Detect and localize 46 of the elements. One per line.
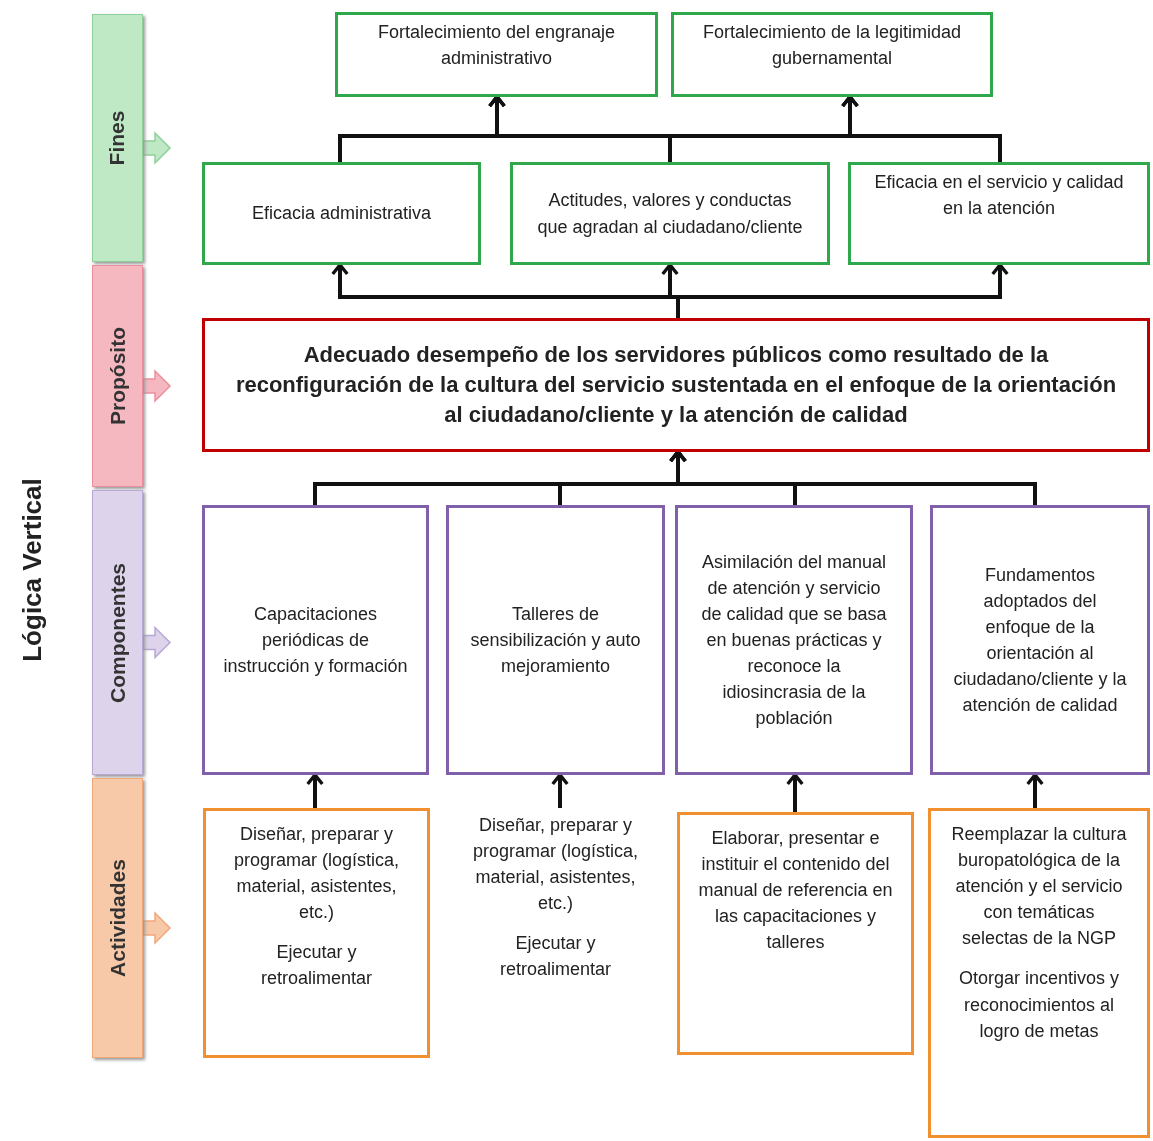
arrow — [306, 773, 324, 808]
process-box — [675, 505, 913, 775]
level-band — [92, 490, 143, 775]
process-box — [202, 162, 481, 265]
level-band — [92, 14, 143, 262]
node-text: Eficacia administrativa — [251, 202, 432, 226]
axis-label: Lógica Vertical — [16, 478, 48, 662]
node-text: Eficacia en el servicio y calidad en la atención — [873, 171, 1125, 221]
arrow — [669, 450, 1037, 505]
node-text: Adecuado desempeño de los servidores públicos como resultado de la reconfiguración de la cultura del servicio sustentada en el enfoque de la orientación al ciudadano/cliente y la atención de calidad — [234, 341, 1118, 429]
process-box — [335, 12, 658, 97]
process-box — [510, 162, 830, 265]
process-box — [848, 162, 1150, 265]
node-text: Fortalecimiento del engranaje administrativo — [376, 21, 617, 71]
level-band — [92, 265, 143, 487]
process-box — [671, 12, 993, 97]
process-box — [930, 505, 1150, 775]
node-text: Asimilación del manual de atención y servicio de calidad que se basa en buenas prácticas y reconoce la idiosincrasia de la población — [700, 550, 888, 731]
arrow — [841, 95, 1002, 162]
process-box — [677, 812, 914, 1055]
node-text: Ejecutar y retroalimentar — [259, 941, 373, 991]
process-box — [446, 505, 665, 775]
arrow — [551, 773, 569, 808]
node-text: Ejecutar y retroalimentar — [498, 932, 612, 982]
arrow — [1026, 773, 1044, 808]
node-text: Elaborar, presentar e instituir el contenido del manual de referencia en las capacitaciones y talleres — [698, 827, 893, 955]
level-label: Propósito — [105, 327, 130, 425]
level-label: Componentes — [105, 562, 130, 703]
process-box — [928, 808, 1150, 1138]
node-text: Capacitaciones periódicas de instrucción y formación — [223, 602, 408, 679]
node-text: Actitudes, valores y conductas que agradan al ciudadano/cliente — [536, 189, 804, 239]
level-label: Actividades — [105, 859, 130, 977]
node-text: Fundamentos adoptados del enfoque de la orientación al ciudadano/cliente y la atención de calidad — [952, 563, 1128, 718]
node-text: Talleres de sensibilización y auto mejoramiento — [469, 602, 642, 679]
node-text: Diseñar, preparar y programar (logística, material, asistentes, etc.) — [471, 814, 640, 916]
arrow — [786, 773, 804, 812]
arrow — [676, 263, 1009, 318]
node-text: Reemplazar la cultura buropatológica de la atención y el servicio con temáticas selectas de la NGP — [950, 823, 1128, 951]
level-label: Fines — [105, 110, 130, 166]
node-text: Diseñar, preparar y programar (logística, material, asistentes, etc.) — [232, 823, 401, 925]
level-band — [92, 778, 143, 1058]
node-text: Fortalecimiento de la legitimidad gubernamental — [701, 21, 963, 71]
process-box — [203, 808, 430, 1058]
node-text: Otorgar incentivos y reconocimientos al logro de metas — [957, 967, 1121, 1043]
process-box — [202, 318, 1150, 452]
process-box — [202, 505, 429, 775]
